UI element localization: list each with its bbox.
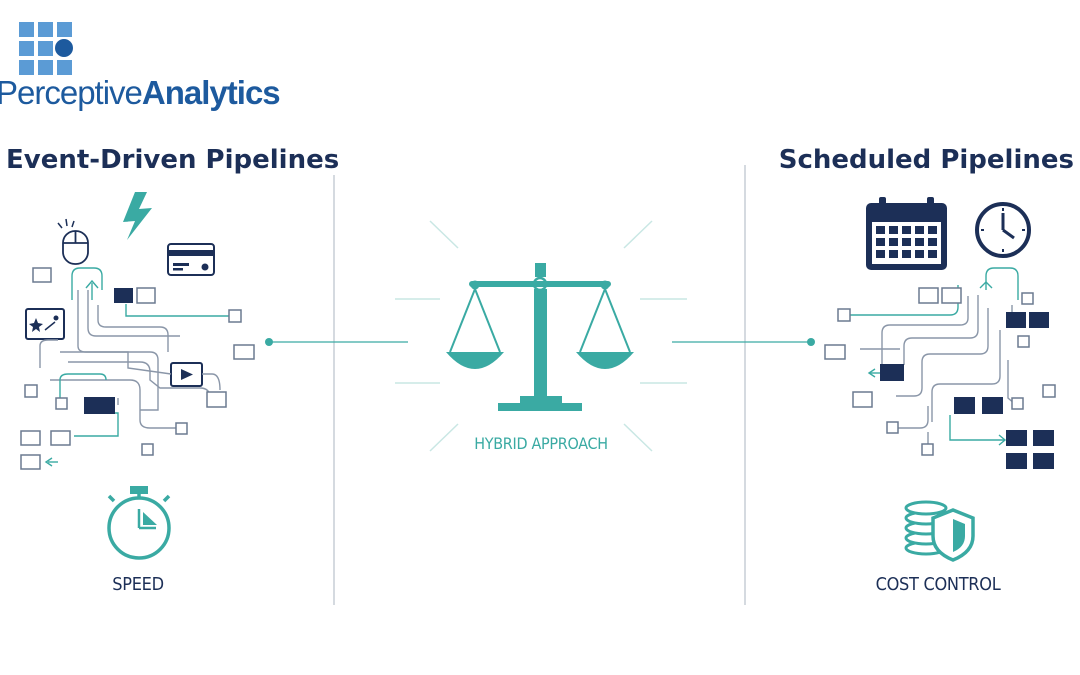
scheduled-icons: [866, 197, 1031, 562]
play-window-icon: [170, 362, 203, 387]
event-flow-filled: [84, 288, 133, 414]
mouse-click-icon: [57, 218, 89, 265]
scheduled-flow-filled: [880, 312, 1054, 469]
event-flow-boxes: [20, 267, 255, 470]
image-frame-icon: [25, 308, 65, 340]
scheduled-title: Scheduled Pipelines: [778, 145, 1074, 175]
lightning-icon: [123, 192, 152, 240]
calendar-icon: [866, 197, 947, 270]
coins-shield-icon: [904, 500, 975, 562]
logo-wordmark: PerceptiveAnalytics: [0, 74, 281, 112]
scheduled-flow-lines: [860, 295, 1016, 448]
stopwatch-icon: [107, 486, 171, 560]
radiating-rays: [395, 220, 687, 452]
connector-left: [265, 338, 408, 346]
logo-text-bold: Analytics: [141, 74, 281, 111]
cost-control-label: COST CONTROL: [875, 574, 1001, 595]
clock-icon: [975, 202, 1031, 258]
connector-right: [672, 338, 815, 346]
credit-card-icon: [167, 243, 215, 276]
balance-scale-icon: [446, 263, 634, 411]
event-icons: [25, 192, 215, 560]
speed-label: SPEED: [112, 574, 164, 595]
scheduled-flow-boxes: [824, 287, 1056, 456]
logo-mark-icon: [19, 22, 73, 75]
hybrid-approach-label: HYBRID APPROACH: [474, 434, 608, 453]
event-driven-title: Event-Driven Pipelines: [6, 145, 340, 175]
scheduled-flow-teal: [848, 267, 1019, 446]
logo-text-light: Perceptive: [0, 74, 143, 111]
